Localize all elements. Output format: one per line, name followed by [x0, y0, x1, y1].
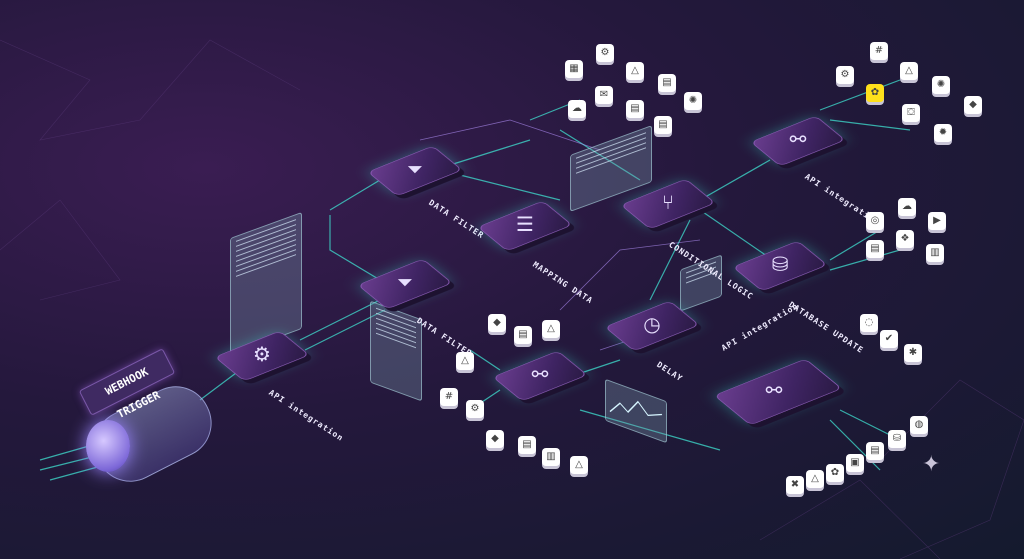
zapier-icon: ✱ — [904, 344, 922, 362]
list-icon: ☰ — [516, 212, 534, 236]
branch-icon: ⑂ — [662, 190, 674, 214]
calendar-icon: ▦ — [565, 60, 583, 78]
app-icon-br-7: ✖ — [786, 476, 804, 494]
openai-icon: ✺ — [684, 92, 702, 110]
shopify-icon: ⛋ — [902, 104, 920, 122]
google-sheets-icon: ▤ — [654, 116, 672, 134]
webhook-endcap — [86, 420, 130, 472]
google-analytics-icon: ▥ — [926, 244, 944, 262]
clock-icon: ◷ — [643, 312, 661, 336]
hubspot-icon: ✹ — [934, 124, 952, 142]
app-icon-br-3: ▤ — [866, 442, 884, 460]
google-sheets-icon: ▤ — [514, 326, 532, 344]
google-sheets-icon: ▤ — [626, 100, 644, 118]
app-icon-br-5: ✿ — [826, 464, 844, 482]
gmail-icon: ✉ — [595, 86, 613, 104]
dropbox-icon: ❖ — [896, 230, 914, 248]
google-sheets-icon: ▤ — [518, 436, 536, 454]
google-drive-icon: △ — [456, 352, 474, 370]
gear-icon: ⚙ — [836, 66, 854, 84]
settings-icon: ⚙ — [466, 400, 484, 418]
webhook-icon: ⚯ — [789, 127, 807, 151]
chart-panel — [605, 378, 667, 444]
sparkle-icon: ✦ — [922, 452, 941, 477]
cloud-icon: ☁ — [898, 198, 916, 216]
app-icon-br-1: ◍ — [910, 416, 928, 434]
check-icon: ✔ — [880, 330, 898, 348]
gear-icon: ⚙ — [253, 342, 271, 366]
funnel-icon: ⏷ — [397, 270, 413, 294]
slack-icon: # — [870, 42, 888, 60]
app-icon-br-6: △ — [806, 470, 824, 488]
cloud-icon: ☁ — [568, 100, 586, 118]
webhook-icon: ⚯ — [765, 378, 783, 402]
google-analytics-icon: ▥ — [542, 448, 560, 466]
app-icon-br-4: ▣ — [846, 454, 864, 472]
zoom-icon: ▶ — [928, 212, 946, 230]
google-workspace-icon: ◆ — [488, 314, 506, 332]
app-icon-br-2: ⛁ — [888, 430, 906, 448]
settings-icon: ⚙ — [596, 44, 614, 62]
google-drive-icon: △ — [542, 320, 560, 338]
google-drive-icon: △ — [570, 456, 588, 474]
google-sheets-icon: ▤ — [658, 74, 676, 92]
slack-icon: # — [440, 388, 458, 406]
mailchimp-icon: ✿ — [866, 84, 884, 102]
webhook-icon: ⚯ — [531, 362, 549, 386]
chrome-icon: ◎ — [866, 212, 884, 230]
chat-icon: ◌ — [860, 314, 878, 332]
line-graph-icon — [609, 400, 663, 417]
google-workspace-icon: ◆ — [486, 430, 504, 448]
database-icon: ⛁ — [771, 252, 789, 276]
google-docs-icon: ▤ — [866, 240, 884, 258]
airtable-icon: ◆ — [964, 96, 982, 114]
google-drive-icon: △ — [626, 62, 644, 80]
google-drive-icon: △ — [900, 62, 918, 80]
openai-icon: ✺ — [932, 76, 950, 94]
funnel-icon: ⏷ — [407, 157, 423, 181]
background-mesh — [0, 39, 1024, 559]
